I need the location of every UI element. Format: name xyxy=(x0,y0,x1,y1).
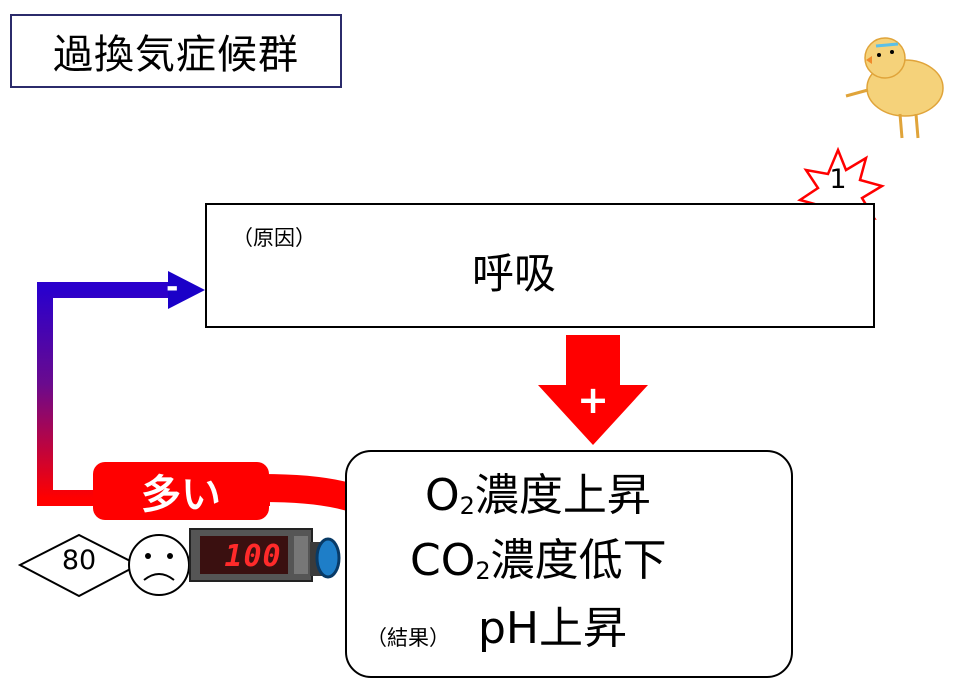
sad-face-icon xyxy=(128,534,190,596)
diamond-number: 80 xyxy=(61,545,97,576)
star-number: 1 xyxy=(829,164,847,195)
result-line-o2: O2濃度上昇 xyxy=(425,474,651,520)
plus-sign: + xyxy=(577,378,609,422)
cause-box xyxy=(205,203,875,328)
cause-tag: （原因） xyxy=(232,226,316,250)
feedback-arrow-head xyxy=(168,271,205,309)
plus-down-arrow xyxy=(538,335,648,445)
chick-illustration xyxy=(845,37,944,139)
result-line-ph: pH上昇 xyxy=(478,603,628,654)
cause-label: 呼吸 xyxy=(472,249,557,298)
co2-text: 濃度低下 xyxy=(490,535,667,586)
much-label: 多い xyxy=(93,462,269,520)
o2-text: 濃度上昇 xyxy=(474,470,651,521)
meter-reading: 100 xyxy=(224,539,282,574)
meter-device-icon xyxy=(189,528,341,582)
o2-prefix: O xyxy=(425,470,460,521)
result-tag: （結果） xyxy=(366,626,450,650)
minus-sign: - xyxy=(166,270,179,305)
co2-prefix: CO xyxy=(410,535,476,586)
co2-subscript: 2 xyxy=(475,557,491,585)
o2-subscript: 2 xyxy=(459,492,475,520)
result-box xyxy=(345,450,793,678)
page-title: 過換気症候群 xyxy=(10,14,342,88)
result-line-co2: CO2濃度低下 xyxy=(410,539,667,585)
